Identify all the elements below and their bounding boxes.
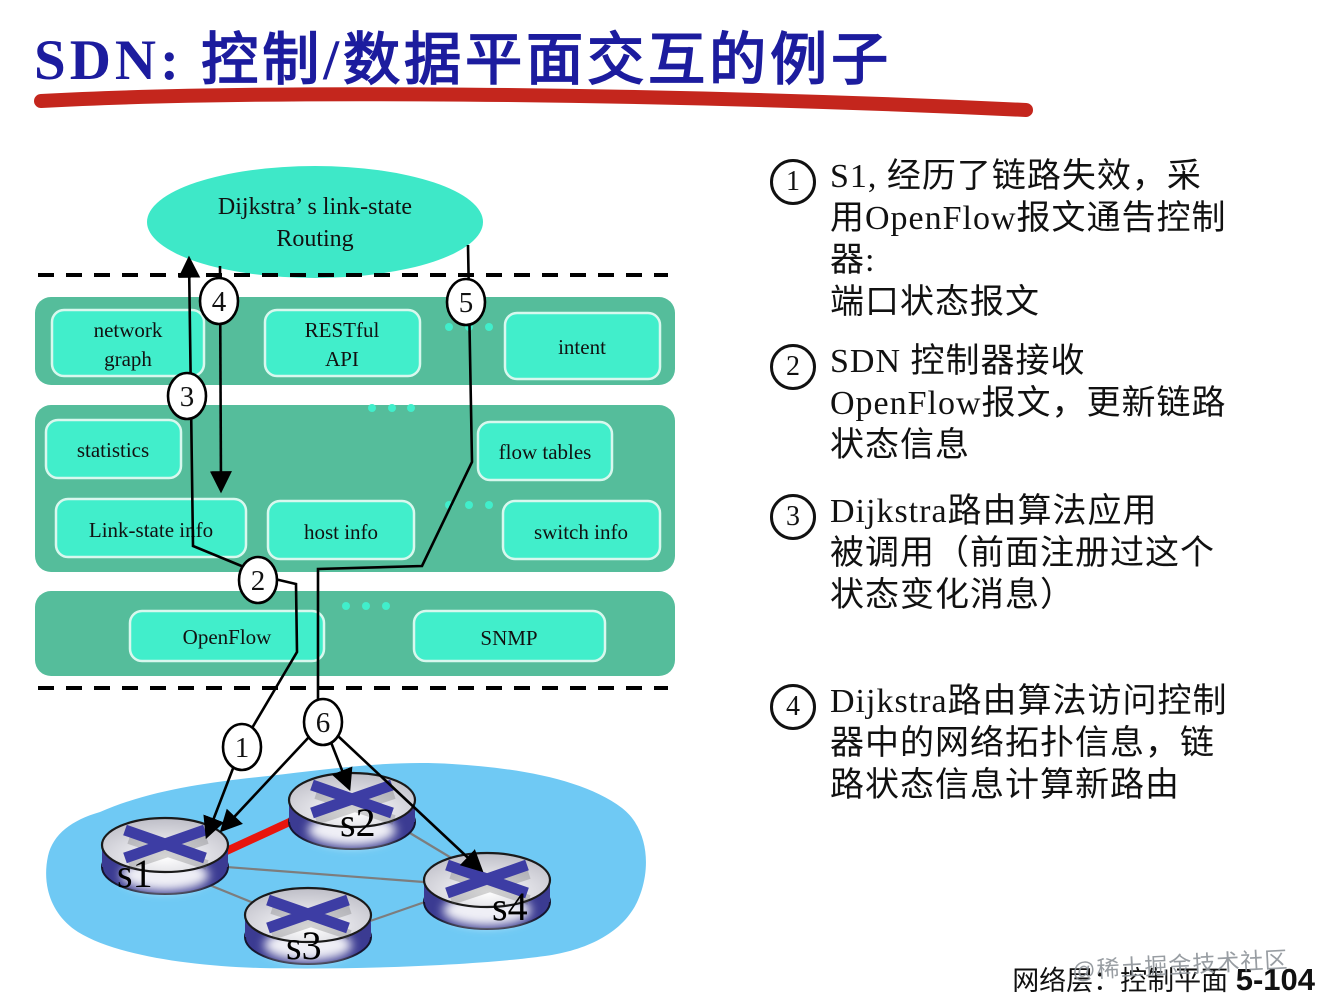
ellipse-label-line2: Routing — [276, 226, 353, 252]
step-4-line-3: 路状态信息计算新路由 — [830, 767, 1180, 804]
box-openflow: OpenFlow — [128, 609, 326, 663]
step-circle-4: 4 — [198, 276, 240, 326]
step-circle-3: 3 — [166, 371, 208, 421]
step-text-1: S1, 经历了链路失效，采 用OpenFlow报文通告控制 器: 端口状态报文 — [830, 156, 1227, 324]
link-s1-s4 — [199, 863, 451, 886]
step-item-4: 4 Dijkstra路由算法访问控制 器中的网络拓扑信息，链 路状态信息计算新路… — [770, 681, 1228, 807]
flow-linkstate-to-dijkstra — [178, 255, 257, 574]
router-s4: s4 — [422, 851, 552, 930]
router-s1: s1 — [100, 816, 230, 896]
box-openflow-label: OpenFlow — [183, 625, 273, 649]
page-title: SDN: 控制/数据平面交互的例子 — [34, 29, 893, 92]
box-restful-api-label2: API — [325, 347, 359, 371]
svg-text:1: 1 — [235, 732, 250, 764]
box-network-graph: network graph — [50, 308, 206, 378]
step-circle-1: 1 — [221, 722, 263, 772]
ellipse-label-line1: Dijkstra’ s link-state — [218, 194, 412, 220]
step-1-line-2: 用OpenFlow报文通告控制 — [830, 200, 1227, 237]
box-network-graph-label1: network — [94, 318, 163, 342]
layer-apps: network graph RESTful API intent — [35, 297, 675, 385]
step-text-3: Dijkstra路由算法应用 被调用（前面注册过这个 状态变化消息） — [830, 491, 1215, 617]
step-3-line-3: 状态变化消息） — [830, 577, 1075, 614]
router-s2: s2 — [287, 771, 417, 850]
routing-app-ellipse: Dijkstra’ s link-state Routing — [147, 166, 483, 278]
step-item-3: 3 Dijkstra路由算法应用 被调用（前面注册过这个 状态变化消息） — [770, 491, 1215, 617]
step-3-line-2: 被调用（前面注册过这个 — [830, 535, 1215, 572]
switch-label-s3: s3 — [286, 923, 322, 968]
step-4-line-2: 器中的网络拓扑信息，链 — [830, 725, 1215, 762]
box-restful-api-label1: RESTful — [305, 318, 380, 342]
box-statistics-label: statistics — [77, 438, 149, 462]
layer-controller-state: statistics flow tables Link-state info h… — [35, 404, 675, 572]
box-host-info: host info — [266, 499, 416, 561]
step-number-4: 4 — [770, 684, 816, 730]
box-switch-info: switch info — [501, 499, 662, 561]
box-snmp-label: SNMP — [480, 626, 537, 650]
box-network-graph-label2: graph — [104, 347, 152, 371]
step-1-line-3: 器: — [830, 242, 876, 279]
footer-label: 网络层：控制平面 — [1012, 966, 1229, 996]
slide-footer: 网络层：控制平面 5-104 — [1012, 959, 1315, 998]
flow-dijkstra-to-flowtables-switches — [316, 244, 474, 722]
switch-label-s4: s4 — [492, 884, 528, 929]
flow-6-to-s4 — [322, 721, 484, 873]
svg-text:4: 4 — [212, 286, 227, 318]
step-number-2: 2 — [770, 344, 816, 390]
box-snmp: SNMP — [412, 609, 607, 663]
footer-page-number: 5-104 — [1235, 962, 1315, 997]
step-text-2: SDN 控制器接收 OpenFlow报文，更新链路 状态信息 — [830, 341, 1227, 467]
step-circle-5: 5 — [445, 277, 487, 327]
box-link-state-info: Link-state info — [54, 497, 248, 559]
step-circle-6: 6 — [302, 697, 344, 747]
svg-text:2: 2 — [251, 565, 266, 597]
svg-text:5: 5 — [459, 287, 474, 319]
flow-s1-openflow-to-controller — [203, 574, 299, 840]
switch-label-s2: s2 — [340, 800, 376, 845]
box-switch-info-label: switch info — [534, 520, 628, 544]
diagram-step-circles: 4 5 3 2 1 6 — [166, 276, 487, 772]
box-link-state-info-label: Link-state info — [89, 518, 213, 542]
step-number-1: 1 — [770, 159, 816, 205]
step-3-line-1: Dijkstra路由算法应用 — [830, 493, 1158, 530]
step-circle-2: 2 — [237, 555, 279, 605]
step-4-line-1: Dijkstra路由算法访问控制 — [830, 683, 1228, 720]
layer-protocols: OpenFlow SNMP — [35, 591, 675, 676]
ellipsis-dots-row2-top — [368, 404, 415, 412]
box-restful-api: RESTful API — [263, 308, 422, 378]
box-statistics: statistics — [44, 418, 183, 480]
step-1-line-1: S1, 经历了链路失效，采 — [830, 158, 1202, 195]
step-2-line-2: OpenFlow报文，更新链路 — [830, 385, 1227, 422]
step-text-4: Dijkstra路由算法访问控制 器中的网络拓扑信息，链 路状态信息计算新路由 — [830, 681, 1228, 807]
step-item-1: 1 S1, 经历了链路失效，采 用OpenFlow报文通告控制 器: 端口状态报… — [770, 156, 1227, 324]
ellipsis-dots-row3 — [342, 602, 390, 610]
step-2-line-3: 状态信息 — [830, 427, 970, 464]
flow-6-to-s1 — [219, 721, 324, 833]
box-flow-tables: flow tables — [476, 420, 614, 482]
step-item-2: 2 SDN 控制器接收 OpenFlow报文，更新链路 状态信息 — [770, 341, 1227, 467]
switch-label-s1: s1 — [117, 851, 153, 896]
box-intent-label: intent — [558, 335, 606, 359]
step-1-line-4: 端口状态报文 — [830, 284, 1040, 321]
svg-text:3: 3 — [180, 381, 195, 413]
svg-text:6: 6 — [316, 707, 331, 739]
box-host-info-label: host info — [304, 520, 378, 544]
router-s3: s3 — [243, 886, 373, 968]
step-number-3: 3 — [770, 494, 816, 540]
title-underline-stroke — [34, 87, 1033, 117]
step-2-line-1: SDN 控制器接收 — [830, 343, 1086, 380]
box-flow-tables-label: flow tables — [499, 440, 592, 464]
box-intent: intent — [503, 311, 662, 381]
